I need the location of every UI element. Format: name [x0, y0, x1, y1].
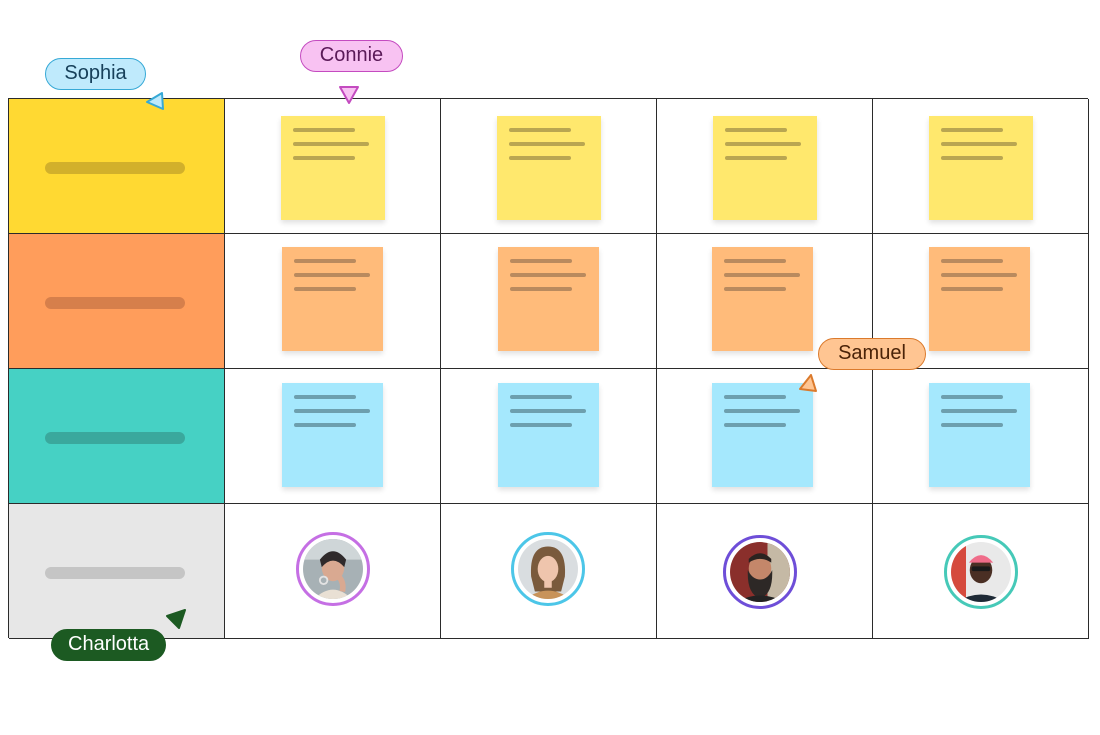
row-header-yellow[interactable] — [9, 99, 225, 234]
avatar[interactable] — [296, 532, 370, 606]
sticky-note-blue[interactable] — [282, 383, 383, 487]
cursor-label-connie: Connie — [300, 40, 403, 72]
cursor-pointer-icon — [166, 609, 186, 629]
sticky-note-yellow[interactable] — [281, 116, 385, 220]
board-cell[interactable] — [441, 99, 657, 234]
board-cell[interactable] — [225, 234, 441, 369]
sticky-note-blue[interactable] — [712, 383, 813, 487]
sticky-note-orange[interactable] — [282, 247, 383, 351]
board-cell[interactable] — [657, 99, 873, 234]
sticky-note-orange[interactable] — [929, 247, 1030, 351]
board-cell[interactable] — [873, 99, 1089, 234]
sticky-note-yellow[interactable] — [929, 116, 1033, 220]
cursor-pointer-icon — [339, 86, 359, 104]
board-cell[interactable] — [225, 369, 441, 504]
sticky-note-yellow[interactable] — [713, 116, 817, 220]
board-cell[interactable] — [441, 504, 657, 639]
row-header-gray[interactable] — [9, 504, 225, 639]
cursor-pointer-icon — [799, 374, 817, 392]
cursor-label-sophia: Sophia — [45, 58, 146, 90]
board-cell[interactable] — [657, 234, 873, 369]
board-cell[interactable] — [657, 369, 873, 504]
row-title-placeholder — [45, 567, 185, 579]
avatar[interactable] — [511, 532, 585, 606]
sticky-note-orange[interactable] — [712, 247, 813, 351]
row-title-placeholder — [45, 162, 185, 174]
sticky-note-yellow[interactable] — [497, 116, 601, 220]
board-cell[interactable] — [657, 504, 873, 639]
row-title-placeholder — [45, 432, 185, 444]
board-cell[interactable] — [225, 99, 441, 234]
cursor-label-samuel: Samuel — [818, 338, 926, 370]
board-cell[interactable] — [225, 504, 441, 639]
sticky-note-blue[interactable] — [498, 383, 599, 487]
board-cell[interactable] — [873, 369, 1089, 504]
avatar[interactable] — [723, 535, 797, 609]
sticky-note-orange[interactable] — [498, 247, 599, 351]
woman-portrait-icon — [303, 539, 363, 599]
board-cell[interactable] — [441, 369, 657, 504]
bearded-man-portrait-icon — [730, 542, 790, 602]
board-cell[interactable] — [873, 504, 1089, 639]
avatar[interactable] — [944, 535, 1018, 609]
board-cell[interactable] — [441, 234, 657, 369]
board-cell[interactable] — [873, 234, 1089, 369]
row-title-placeholder — [45, 297, 185, 309]
sticky-note-blue[interactable] — [929, 383, 1030, 487]
cursor-label-charlotta: Charlotta — [51, 629, 166, 661]
kanban-board — [8, 98, 1089, 639]
woman-portrait-icon — [518, 539, 578, 599]
man-portrait-icon — [951, 542, 1011, 602]
row-header-teal[interactable] — [9, 369, 225, 504]
row-header-orange[interactable] — [9, 234, 225, 369]
cursor-pointer-icon — [146, 92, 164, 110]
